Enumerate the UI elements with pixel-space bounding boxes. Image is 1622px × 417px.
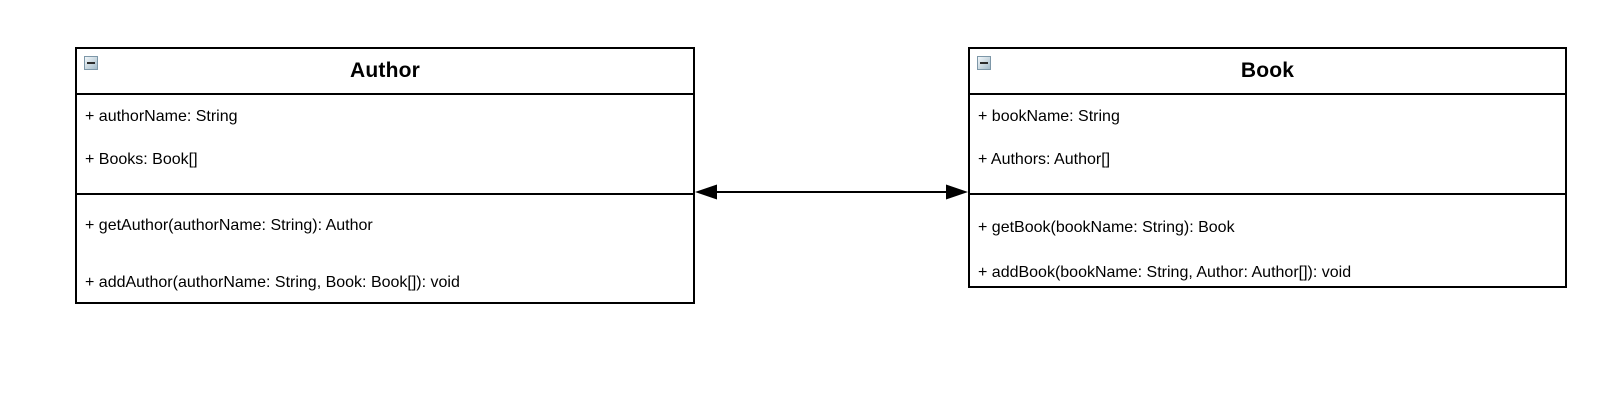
attributes-section-book: + bookName: String + Authors: Author[] [970,95,1565,195]
minus-glyph [980,62,988,64]
method-row: + getAuthor(authorName: String): Author [85,216,373,234]
collapse-minus-icon[interactable] [84,56,98,70]
attribute-row: + bookName: String [978,107,1120,125]
method-row: + getBook(bookName: String): Book [978,218,1235,236]
arrowhead-right-icon [946,184,968,200]
association-connector[interactable] [695,177,968,207]
method-row: + addAuthor(authorName: String, Book: Bo… [85,273,460,291]
attributes-section-author: + authorName: String + Books: Book[] [77,95,693,195]
arrowhead-left-icon [695,184,717,200]
attribute-row: + Authors: Author[] [978,150,1111,168]
class-header-author: Author [77,49,693,95]
class-header-book: Book [970,49,1565,95]
class-box-book[interactable]: Book + bookName: String + Authors: Autho… [968,47,1567,288]
method-row: + addBook(bookName: String, Author: Auth… [978,263,1352,281]
class-box-author[interactable]: Author + authorName: String + Books: Boo… [75,47,695,304]
class-title-author: Author [349,59,420,82]
methods-section-book: + getBook(bookName: String): Book + addB… [970,195,1565,286]
minus-glyph [87,62,95,64]
methods-section-author: + getAuthor(authorName: String): Author … [77,195,693,302]
class-title-book: Book [1240,59,1295,82]
attribute-row: + authorName: String [85,107,238,125]
collapse-minus-icon[interactable] [977,56,991,70]
attribute-row: + Books: Book[] [85,150,198,168]
